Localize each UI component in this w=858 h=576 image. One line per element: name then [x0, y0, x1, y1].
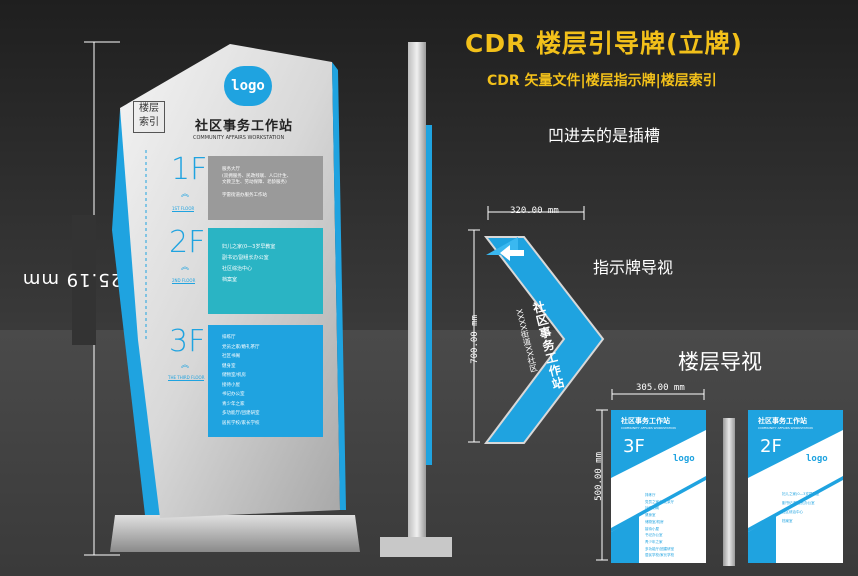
main-logo-badge: logo — [224, 66, 272, 106]
floor-3-item: 储物室/机房 — [222, 373, 247, 378]
arrow-sign-body — [483, 236, 605, 444]
main-height-label-box: 1625.19 mm — [21, 215, 147, 345]
arrow-width-label: 320.00 mm — [510, 206, 559, 216]
floor-2-item: 社区综治中心 — [222, 266, 253, 272]
floor-1-item: 宇雷街道办服务工作站 — [222, 192, 267, 198]
page-subtitle: CDR 矢量文件|楼层指示牌|楼层索引 — [487, 73, 717, 89]
panel-3f-item: 多功能厅/团建研室 — [645, 546, 675, 551]
panel-2f-number: 2F — [760, 436, 782, 457]
index-label-box: 楼层 索引 — [133, 101, 165, 133]
floor-1-item: (双拥服务、民政残联、人口计生、 — [222, 173, 292, 179]
floor-panel-2f: 社区事务工作站 COMMUNITY AFFAIRS WORKSTATION 2F… — [748, 410, 843, 563]
panel-3f-title: 社区事务工作站 — [621, 417, 670, 425]
floor-2-panel: 妇儿之家(0—3岁早教室 副书记/副组长办公室 社区综治中心 档案室 — [208, 228, 323, 314]
side-view-sign — [380, 42, 452, 557]
arrow-left-icon — [500, 245, 524, 261]
main-sign-name-en: COMMUNITY AFFAIRS WORKSTATION — [193, 135, 285, 141]
floor-panel-3f: 社区事务工作站 COMMUNITY AFFAIRS WORKSTATION 3F… — [611, 410, 706, 563]
panel-3f-title-en: COMMUNITY AFFAIRS WORKSTATION — [621, 426, 676, 430]
arrow-sign-shape — [483, 236, 605, 444]
floor-3-item: 健身室 — [222, 363, 236, 369]
floor-2-chevron-icon: ︽ — [181, 262, 189, 271]
page-title: CDR 楼层引导牌(立牌) — [465, 29, 743, 58]
floor-3-en: THE THIRD FLOOR — [168, 375, 205, 381]
panel-3f-item: 健身室 — [645, 513, 656, 518]
floor-3-item: 书记办公室 — [222, 392, 245, 397]
floor-view-note: 楼层导视 — [678, 350, 762, 374]
panel-2f-item: 档案室 — [782, 519, 793, 523]
floor-3-chevron-icon: ︽ — [181, 360, 189, 369]
panel-2f-logo: logo — [806, 454, 828, 464]
panel-2f-item: 社区综治中心 — [782, 510, 803, 514]
floor-3-item: 社区书阁 — [222, 354, 240, 359]
panel-3f-item: 社区书阁 — [645, 506, 659, 511]
floor-2-item: 妇儿之家(0—3岁早教室 — [222, 244, 276, 250]
panel-2f-list: 妇儿之家(0—3岁早教室 副书记/副组长办公室 社区综治中心 档案室 — [782, 490, 819, 526]
panel-3f-item: 储物室/机房 — [645, 519, 664, 524]
side-slot — [426, 125, 432, 465]
panel-3f-logo: logo — [673, 454, 695, 464]
floor-2-number: 2F — [169, 225, 206, 260]
floor-1-item: 服务大厅 — [222, 167, 240, 172]
panel-3f-item: 党员之家/婚礼茶厅 — [645, 499, 675, 504]
panel-2f-item: 妇儿之家(0—3岁早教室 — [782, 492, 820, 496]
panel-3f-item: 接待小屋 — [645, 526, 659, 531]
floor-3-item: 居民学校/家长学校 — [222, 420, 260, 426]
floor-3-item: 多功能厅/团建研室 — [222, 411, 260, 416]
side-pole — [408, 42, 426, 537]
floor-1-en: 1ST FLOOR — [172, 206, 195, 212]
sign-view-note: 指示牌导视 — [593, 258, 674, 277]
floor-3-item: 青少年之家 — [222, 401, 245, 407]
panel-2f-title-en: COMMUNITY AFFAIRS WORKSTATION — [758, 426, 813, 430]
panel-3f-number: 3F — [623, 436, 645, 457]
sign-right-blue-edge — [332, 62, 346, 510]
panel-width-label: 305.00 mm — [636, 383, 685, 393]
panel-3f-item: 排练厅 — [645, 493, 656, 497]
floor-1-chevron-icon: ︽ — [181, 189, 189, 198]
slot-note: 凹进去的是插槽 — [548, 126, 661, 145]
floor-3-panel: 排练厅 党员之家/婚礼茶厅 社区书阁 健身室 储物室/机房 接待小屋 书记办公室… — [208, 325, 323, 437]
panel-2f-title: 社区事务工作站 — [758, 417, 807, 425]
floor-2-item: 副书记/副组长办公室 — [222, 255, 269, 261]
floor-3-item: 排练厅 — [222, 335, 236, 340]
index-label-line-2: 索引 — [139, 117, 159, 128]
arrow-dimension-lines — [468, 206, 585, 443]
panel-2f-item: 副书记/副组长办公室 — [782, 501, 815, 505]
panel-3f-list: 排练厅 党员之家/婚礼茶厅 社区书阁 健身室 储物室/机房 接待小屋 书记办公室… — [645, 492, 674, 559]
side-base — [380, 537, 452, 557]
floor-1-number: 1F — [171, 152, 208, 187]
panel-dimension-lines — [596, 389, 705, 561]
main-sign-name: 社区事务工作站 — [195, 119, 294, 134]
index-label-line-1: 楼层 — [139, 103, 159, 114]
floor-1-panel: 服务大厅 (双拥服务、民政残联、人口计生、 文教卫生、劳动保障、老龄服务) 宇雷… — [208, 156, 323, 220]
panel-3f-item: 居民学校/家长学校 — [645, 553, 675, 558]
sign-base — [110, 515, 360, 552]
main-logo-text: logo — [231, 78, 265, 94]
floor-3-item: 接待小屋 — [222, 382, 240, 388]
panel-3f-side — [723, 418, 735, 566]
floor-3-number: 3F — [169, 324, 206, 359]
panel-3f-item: 青少年之家 — [645, 539, 663, 544]
panel-height-label: 500.00 mm — [594, 452, 604, 501]
floor-1-item: 文教卫生、劳动保障、老龄服务) — [222, 180, 287, 185]
floor-2-item: 档案室 — [222, 277, 238, 283]
floor-3-item: 党员之家/婚礼茶厅 — [222, 344, 260, 350]
floor-2-en: 2ND FLOOR — [172, 278, 196, 284]
panel-3f-item: 书记办公室 — [645, 533, 663, 538]
